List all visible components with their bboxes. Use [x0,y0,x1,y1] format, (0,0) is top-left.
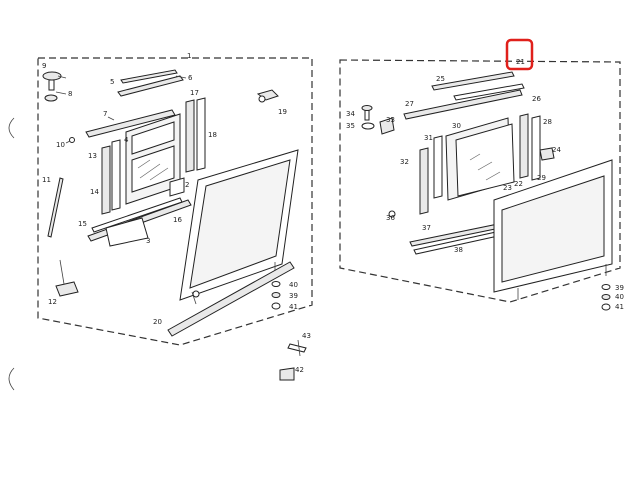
label-41: 41 [289,303,298,311]
label-43: 43 [302,332,311,340]
label-6: 6 [188,74,193,82]
label-10: 10 [56,141,65,149]
part-3-seal [105,217,149,247]
part-33-clip [379,117,395,135]
part-42-catch [279,367,295,381]
part-14-channel [111,139,121,211]
label-22: 22 [514,180,523,188]
hardware-39 [601,284,611,290]
part-2-bracket [169,177,185,197]
label-2: 2 [185,181,189,189]
label-3: 3 [146,237,150,245]
part-5-trim [120,69,178,84]
left-assembly-boundary [37,57,313,346]
label-13: 13 [88,152,97,160]
right-door-glass [501,175,605,283]
part-25-top-rail [431,71,515,91]
label-25: 25 [436,75,445,83]
part-24-hinge [539,147,555,161]
label-42: 42 [295,366,304,374]
label-21: 21 [516,58,525,66]
right-assembly: 21 22 23 24 25 26 27 28 29 30 31 32 33 3… [339,38,624,311]
part-16-bottom-rail [91,197,183,233]
hardware-41 [271,302,281,310]
label-40: 40 [289,281,298,289]
part-4-glass-upper [131,121,175,155]
label-30: 30 [452,122,461,130]
hardware-41 [601,303,611,311]
part-36-screw [388,210,396,218]
label-20: 20 [153,318,162,326]
label-37: 37 [422,224,431,232]
label-41: 41 [615,303,624,311]
label-39: 39 [615,284,624,292]
label-14: 14 [90,188,99,196]
part-27-rail [403,89,523,120]
left-door-glass [189,159,291,289]
label-16: 16 [173,216,182,224]
label-33: 33 [386,116,395,124]
part-8-screw [48,79,55,91]
label-11: 11 [42,176,51,184]
part-18-side-strip [196,97,206,171]
hardware-40 [271,281,281,287]
part-20-bottom-trim [167,261,295,337]
part-19-hinge-pin [258,95,266,103]
label-19: 19 [278,108,287,116]
punch-hole-mark [8,117,15,139]
part-11-strip [47,177,64,238]
part-17-side-strip [185,99,195,173]
part-35-washer [361,122,375,130]
label-7: 7 [103,110,107,118]
label-15: 15 [78,220,87,228]
part-8-washer [44,94,58,102]
label-18: 18 [208,131,217,139]
punch-hole-mark [8,367,15,391]
left-assembly: 1 2 3 4 5 6 7 8 9 10 11 12 13 14 15 16 1… [37,52,313,381]
label-4: 4 [124,136,129,144]
label-17: 17 [190,89,199,97]
label-40: 40 [615,293,624,301]
part-31-side-strip [433,135,443,199]
highlight-box [505,38,534,71]
part-12-latch [55,281,79,297]
part-6-top-rail [117,75,184,97]
right-assembly-boundary [339,59,621,303]
label-23: 23 [503,184,512,192]
hardware-39 [271,292,281,298]
hardware-40 [601,294,611,300]
part-32-side-strip [419,147,429,215]
part-13-channel [101,145,111,215]
label-29: 29 [537,174,546,182]
left-door-foot [192,290,200,298]
label-31: 31 [424,134,433,142]
label-39: 39 [289,292,298,300]
label-34: 34 [346,110,355,118]
part-7-rail [85,109,176,138]
label-36: 36 [386,214,395,222]
part-10-pin [69,137,75,143]
part-28-side-strip [519,113,529,179]
label-35: 35 [346,122,355,130]
part-29-side-strip [531,115,541,181]
label-26: 26 [532,95,541,103]
label-1: 1 [187,52,191,60]
label-27: 27 [405,100,414,108]
label-24: 24 [552,146,561,154]
part-22-glass-pane [455,123,515,197]
label-28: 28 [543,118,552,126]
part-26-top-rail [453,83,525,101]
label-5: 5 [110,78,114,86]
label-8: 8 [68,90,72,98]
label-32: 32 [400,158,409,166]
label-9: 9 [42,62,46,70]
label-38: 38 [454,246,463,254]
part-34-screw-head [361,105,373,111]
part-43-clip [287,343,307,353]
label-12: 12 [48,298,57,306]
